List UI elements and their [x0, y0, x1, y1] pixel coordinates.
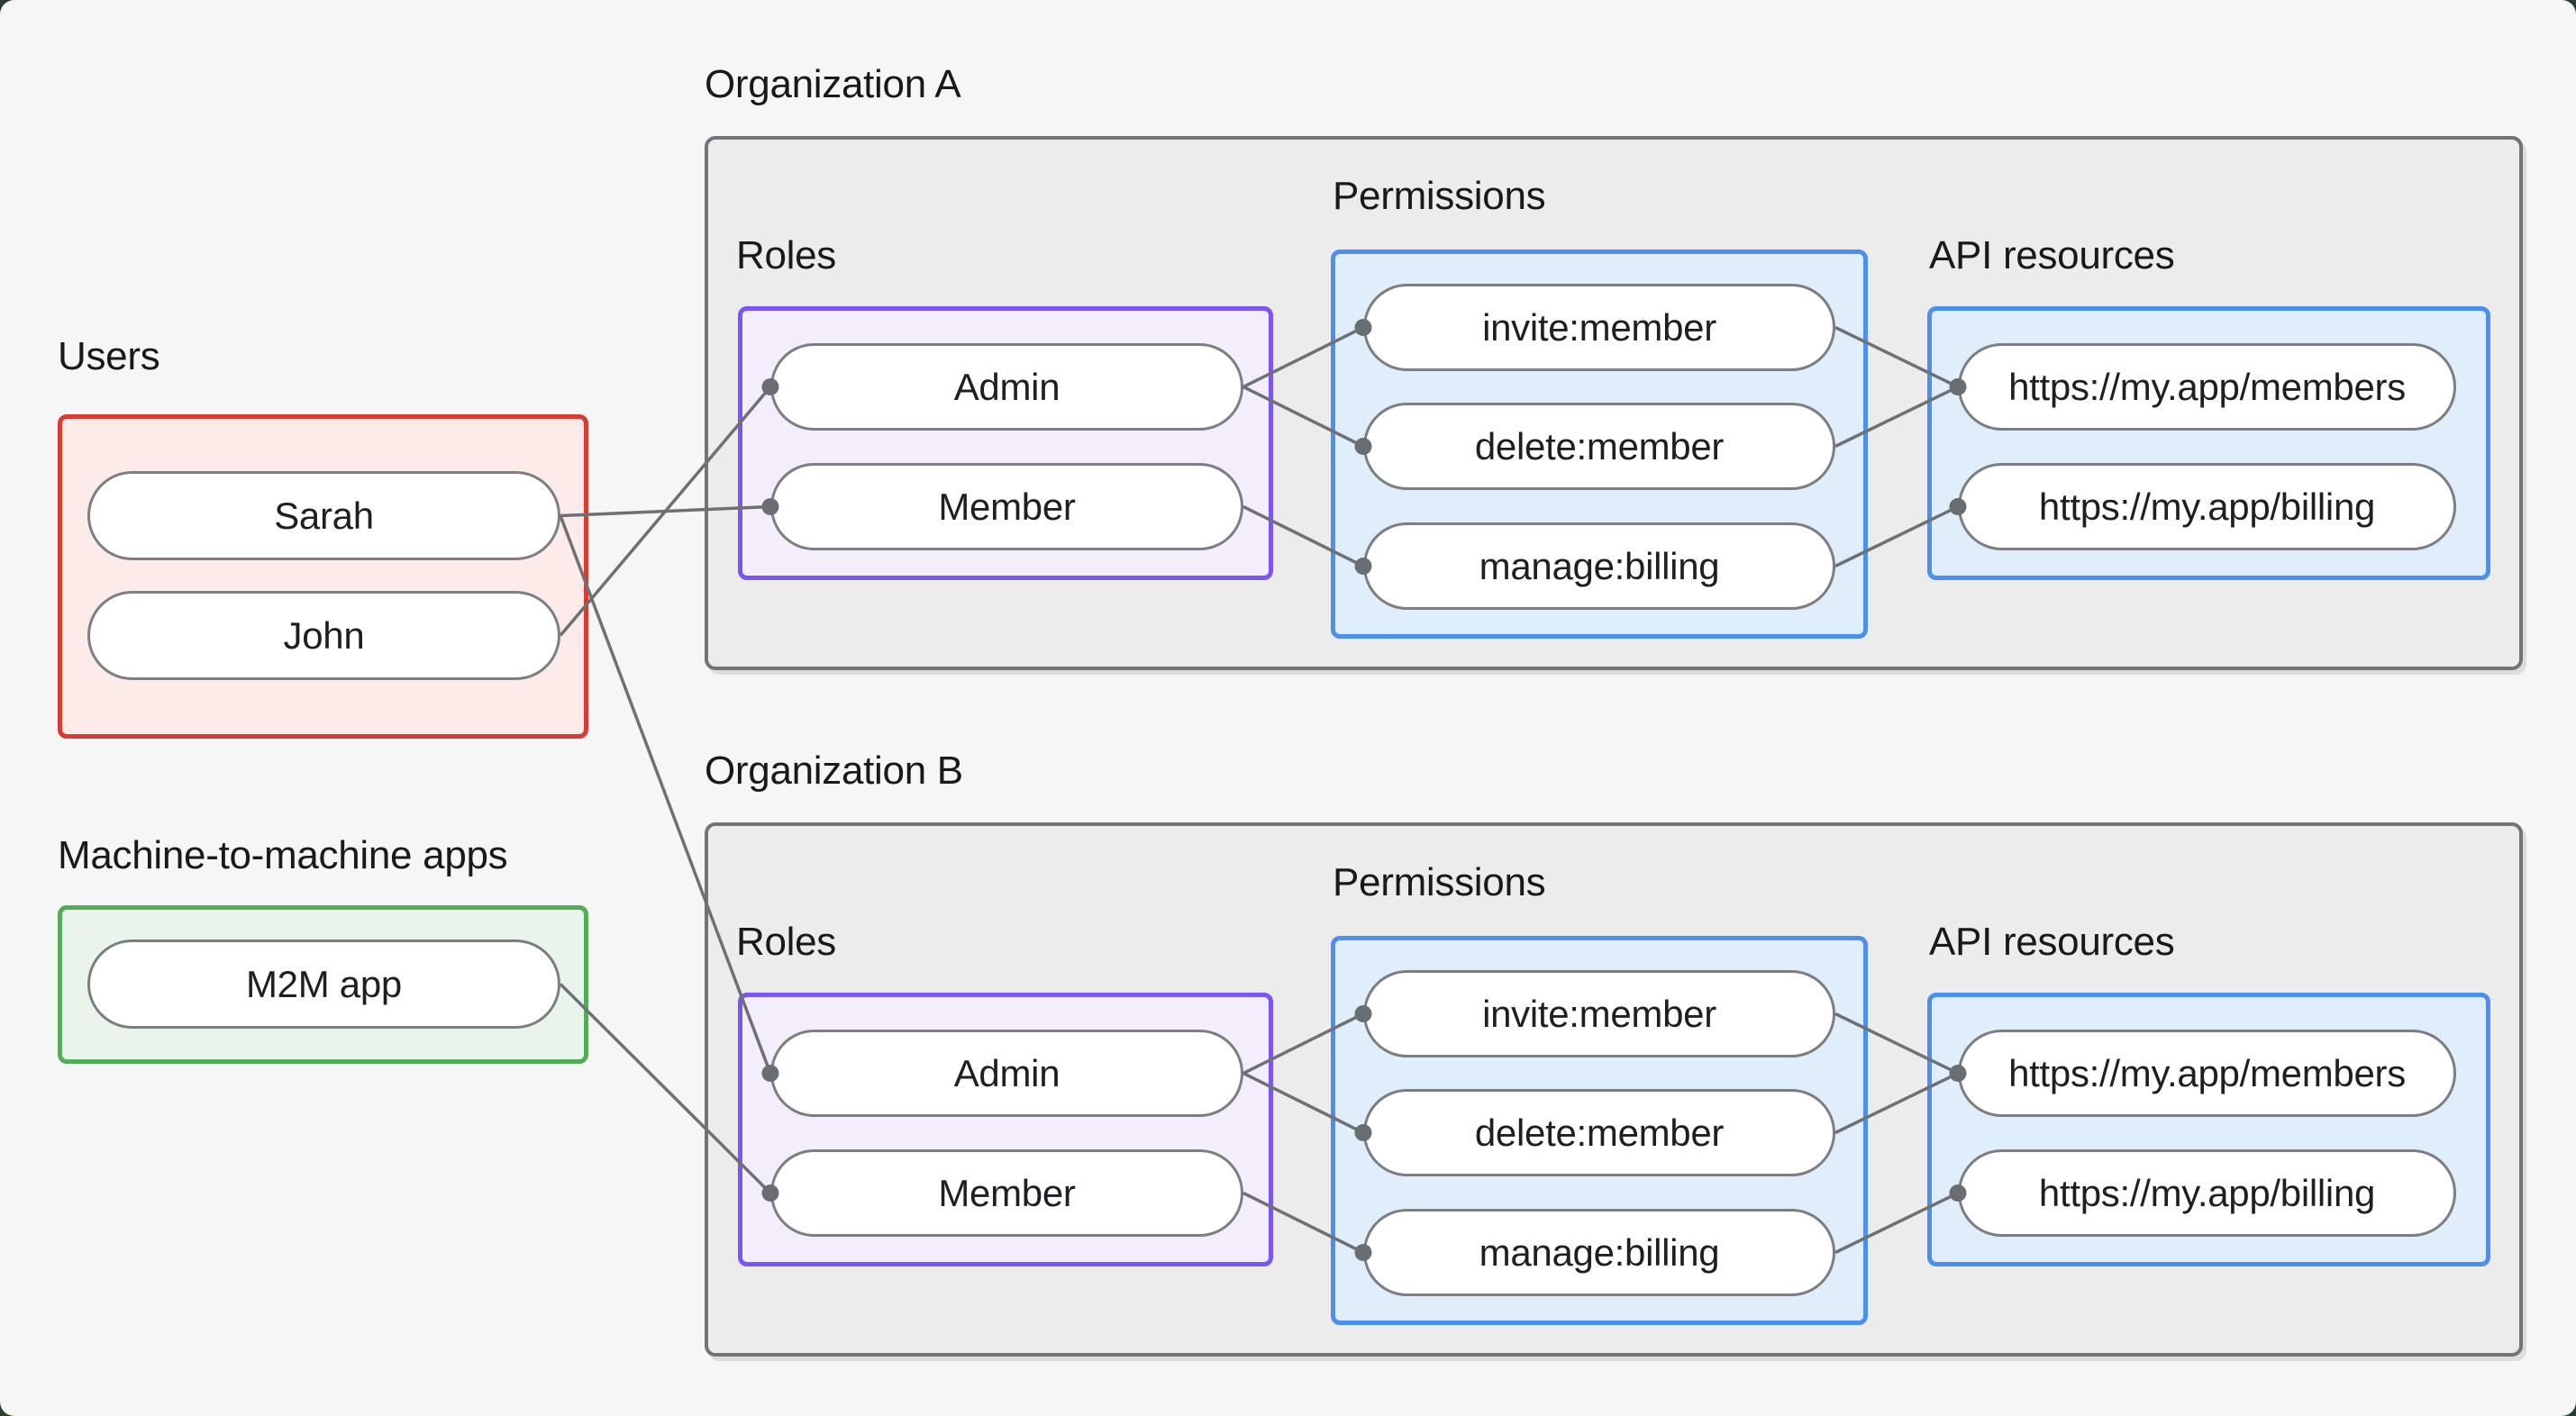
- node-label: https://my.app/members: [2008, 365, 2406, 408]
- node-label: https://my.app/members: [2008, 1051, 2406, 1094]
- node-label: Member: [938, 1171, 1076, 1214]
- node-label: https://my.app/billing: [2038, 1171, 2376, 1214]
- org-b-api-label: API resources: [1929, 920, 2175, 964]
- node-org-b-perm-manage: manage:billing: [1363, 1209, 1835, 1296]
- users-group-box: [58, 414, 588, 739]
- node-label: manage:billing: [1479, 544, 1720, 587]
- node-label: Member: [938, 485, 1076, 528]
- org-a-title: Organization A: [705, 62, 961, 106]
- node-org-b-role-admin: Admin: [770, 1030, 1243, 1117]
- node-org-a-role-member: Member: [770, 463, 1243, 550]
- node-org-b-perm-delete: delete:member: [1363, 1089, 1835, 1176]
- node-label: Admin: [953, 365, 1060, 408]
- m2m-section-label: Machine-to-machine apps: [58, 833, 508, 877]
- node-label: John: [283, 613, 365, 657]
- org-a-roles-label: Roles: [736, 233, 836, 277]
- node-org-b-api-billing: https://my.app/billing: [1958, 1149, 2456, 1237]
- node-org-b-api-members: https://my.app/members: [1958, 1030, 2456, 1117]
- node-user-sarah: Sarah: [87, 471, 560, 560]
- org-b-roles-label: Roles: [736, 920, 836, 964]
- node-org-a-perm-manage: manage:billing: [1363, 522, 1835, 610]
- node-label: Sarah: [274, 494, 374, 537]
- org-a-permissions-label: Permissions: [1333, 174, 1546, 218]
- node-label: delete:member: [1474, 1111, 1725, 1154]
- org-a-api-label: API resources: [1929, 233, 2175, 277]
- node-org-a-api-billing: https://my.app/billing: [1958, 463, 2456, 550]
- node-label: invite:member: [1482, 305, 1716, 349]
- org-b-title: Organization B: [705, 749, 963, 793]
- node-user-john: John: [87, 591, 560, 680]
- node-label: invite:member: [1482, 992, 1716, 1035]
- node-label: manage:billing: [1479, 1230, 1720, 1274]
- users-section-label: Users: [58, 334, 160, 378]
- node-org-b-role-member: Member: [770, 1149, 1243, 1237]
- node-label: https://my.app/billing: [2038, 485, 2376, 528]
- node-m2m-app: M2M app: [87, 939, 560, 1029]
- node-org-a-role-admin: Admin: [770, 343, 1243, 431]
- node-org-a-perm-invite: invite:member: [1363, 284, 1835, 371]
- node-label: delete:member: [1474, 424, 1725, 467]
- node-org-a-perm-delete: delete:member: [1363, 403, 1835, 490]
- node-label: M2M app: [246, 962, 402, 1005]
- org-b-permissions-label: Permissions: [1333, 860, 1546, 904]
- node-org-b-perm-invite: invite:member: [1363, 970, 1835, 1057]
- node-org-a-api-members: https://my.app/members: [1958, 343, 2456, 431]
- node-label: Admin: [953, 1051, 1060, 1094]
